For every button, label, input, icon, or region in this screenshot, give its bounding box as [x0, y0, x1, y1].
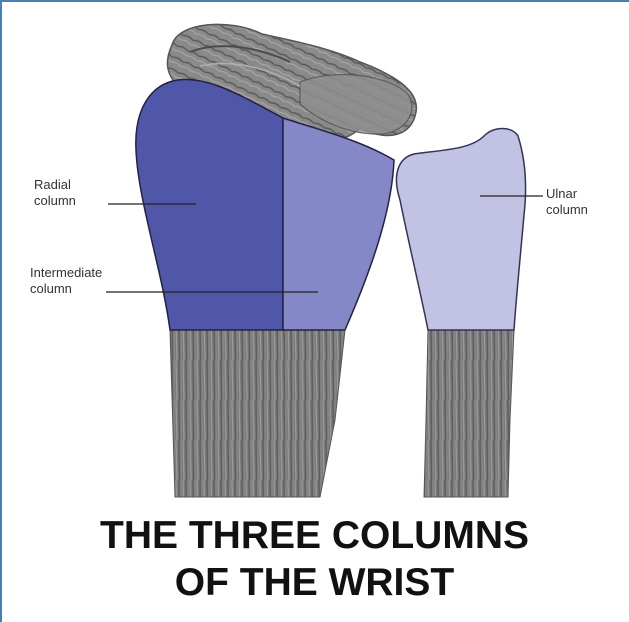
radial-column-label: Radial column — [34, 177, 76, 209]
ulnar-label-line2: column — [546, 202, 588, 217]
intermediate-label-line2: column — [30, 281, 72, 296]
intermediate-column-label: Intermediate column — [30, 265, 102, 297]
ulnar-column-label: Ulnar column — [546, 186, 588, 218]
ulnar-column-region — [396, 129, 525, 331]
radius-bone-illustration — [170, 330, 345, 497]
radial-label-line2: column — [34, 193, 76, 208]
diagram-title-line-2: OF THE WRIST — [0, 560, 629, 606]
radial-label-line1: Radial — [34, 177, 71, 192]
diagram-title-line-1: THE THREE COLUMNS — [0, 513, 629, 559]
intermediate-label-line1: Intermediate — [30, 265, 102, 280]
intermediate-column-region — [283, 118, 394, 330]
ulnar-label-line1: Ulnar — [546, 186, 577, 201]
ulna-bone-illustration — [424, 330, 514, 497]
